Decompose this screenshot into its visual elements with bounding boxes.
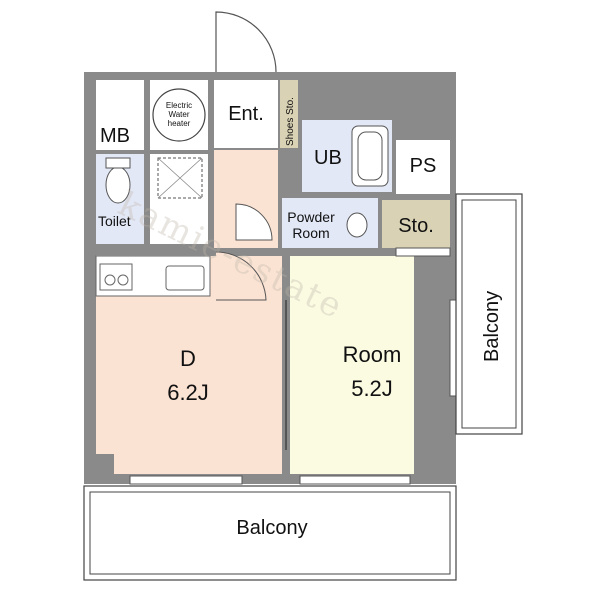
storage-closet: [382, 200, 450, 248]
entrance-floor: [214, 80, 278, 148]
dining-door: [215, 251, 267, 301]
ub-label: UB: [314, 147, 342, 169]
balcony-right-label: Balcony: [481, 291, 503, 362]
entrance-label: Ent.: [228, 103, 264, 125]
dining-size: 6.2J: [167, 380, 209, 405]
window-room: [299, 475, 411, 485]
window-ps: [395, 247, 451, 257]
room-name: Room: [343, 342, 402, 367]
water-heater-label-1: Electric: [166, 101, 192, 110]
balcony-right-inner: [461, 199, 517, 429]
mb-alcove: [96, 80, 144, 150]
entrance-door: [215, 11, 277, 73]
balcony-bottom: [83, 485, 457, 581]
mb-label: MB: [100, 125, 130, 147]
water-heater-label-3: heater: [168, 119, 191, 128]
toilet-label: Toilet: [98, 213, 131, 229]
ps-label: PS: [410, 155, 437, 177]
wash-basin: [346, 212, 368, 238]
burner-1: [104, 274, 116, 286]
balcony-bottom-inner: [89, 491, 451, 575]
powder-door: [235, 203, 273, 241]
bathtub: [351, 125, 389, 187]
balcony-right: [455, 193, 523, 435]
water-heater-label-2: Water: [168, 110, 189, 119]
storage-label: Sto.: [398, 215, 434, 237]
dining-name: D: [180, 346, 196, 371]
toilet-tank: [105, 157, 131, 169]
balcony-bottom-label: Balcony: [236, 517, 307, 539]
washer-pan-x2: [157, 157, 203, 199]
powder-room-label-1: Powder: [287, 209, 335, 225]
shoes-storage: [280, 80, 298, 148]
ps-shaft: [396, 140, 450, 194]
shoes-storage-label: Shoes Sto.: [285, 97, 296, 146]
wall-segment: [96, 248, 454, 256]
burner-2: [117, 274, 129, 286]
kitchen-sink: [165, 265, 205, 291]
window-dining: [129, 475, 243, 485]
wall-segment: [96, 454, 114, 474]
room-size: 5.2J: [351, 376, 393, 401]
water-heater: [152, 88, 206, 142]
bathtub-inner: [357, 131, 383, 181]
wall-segment: [414, 256, 456, 456]
powder-room-label-2: Room: [292, 225, 329, 241]
room-floor: [290, 256, 414, 474]
